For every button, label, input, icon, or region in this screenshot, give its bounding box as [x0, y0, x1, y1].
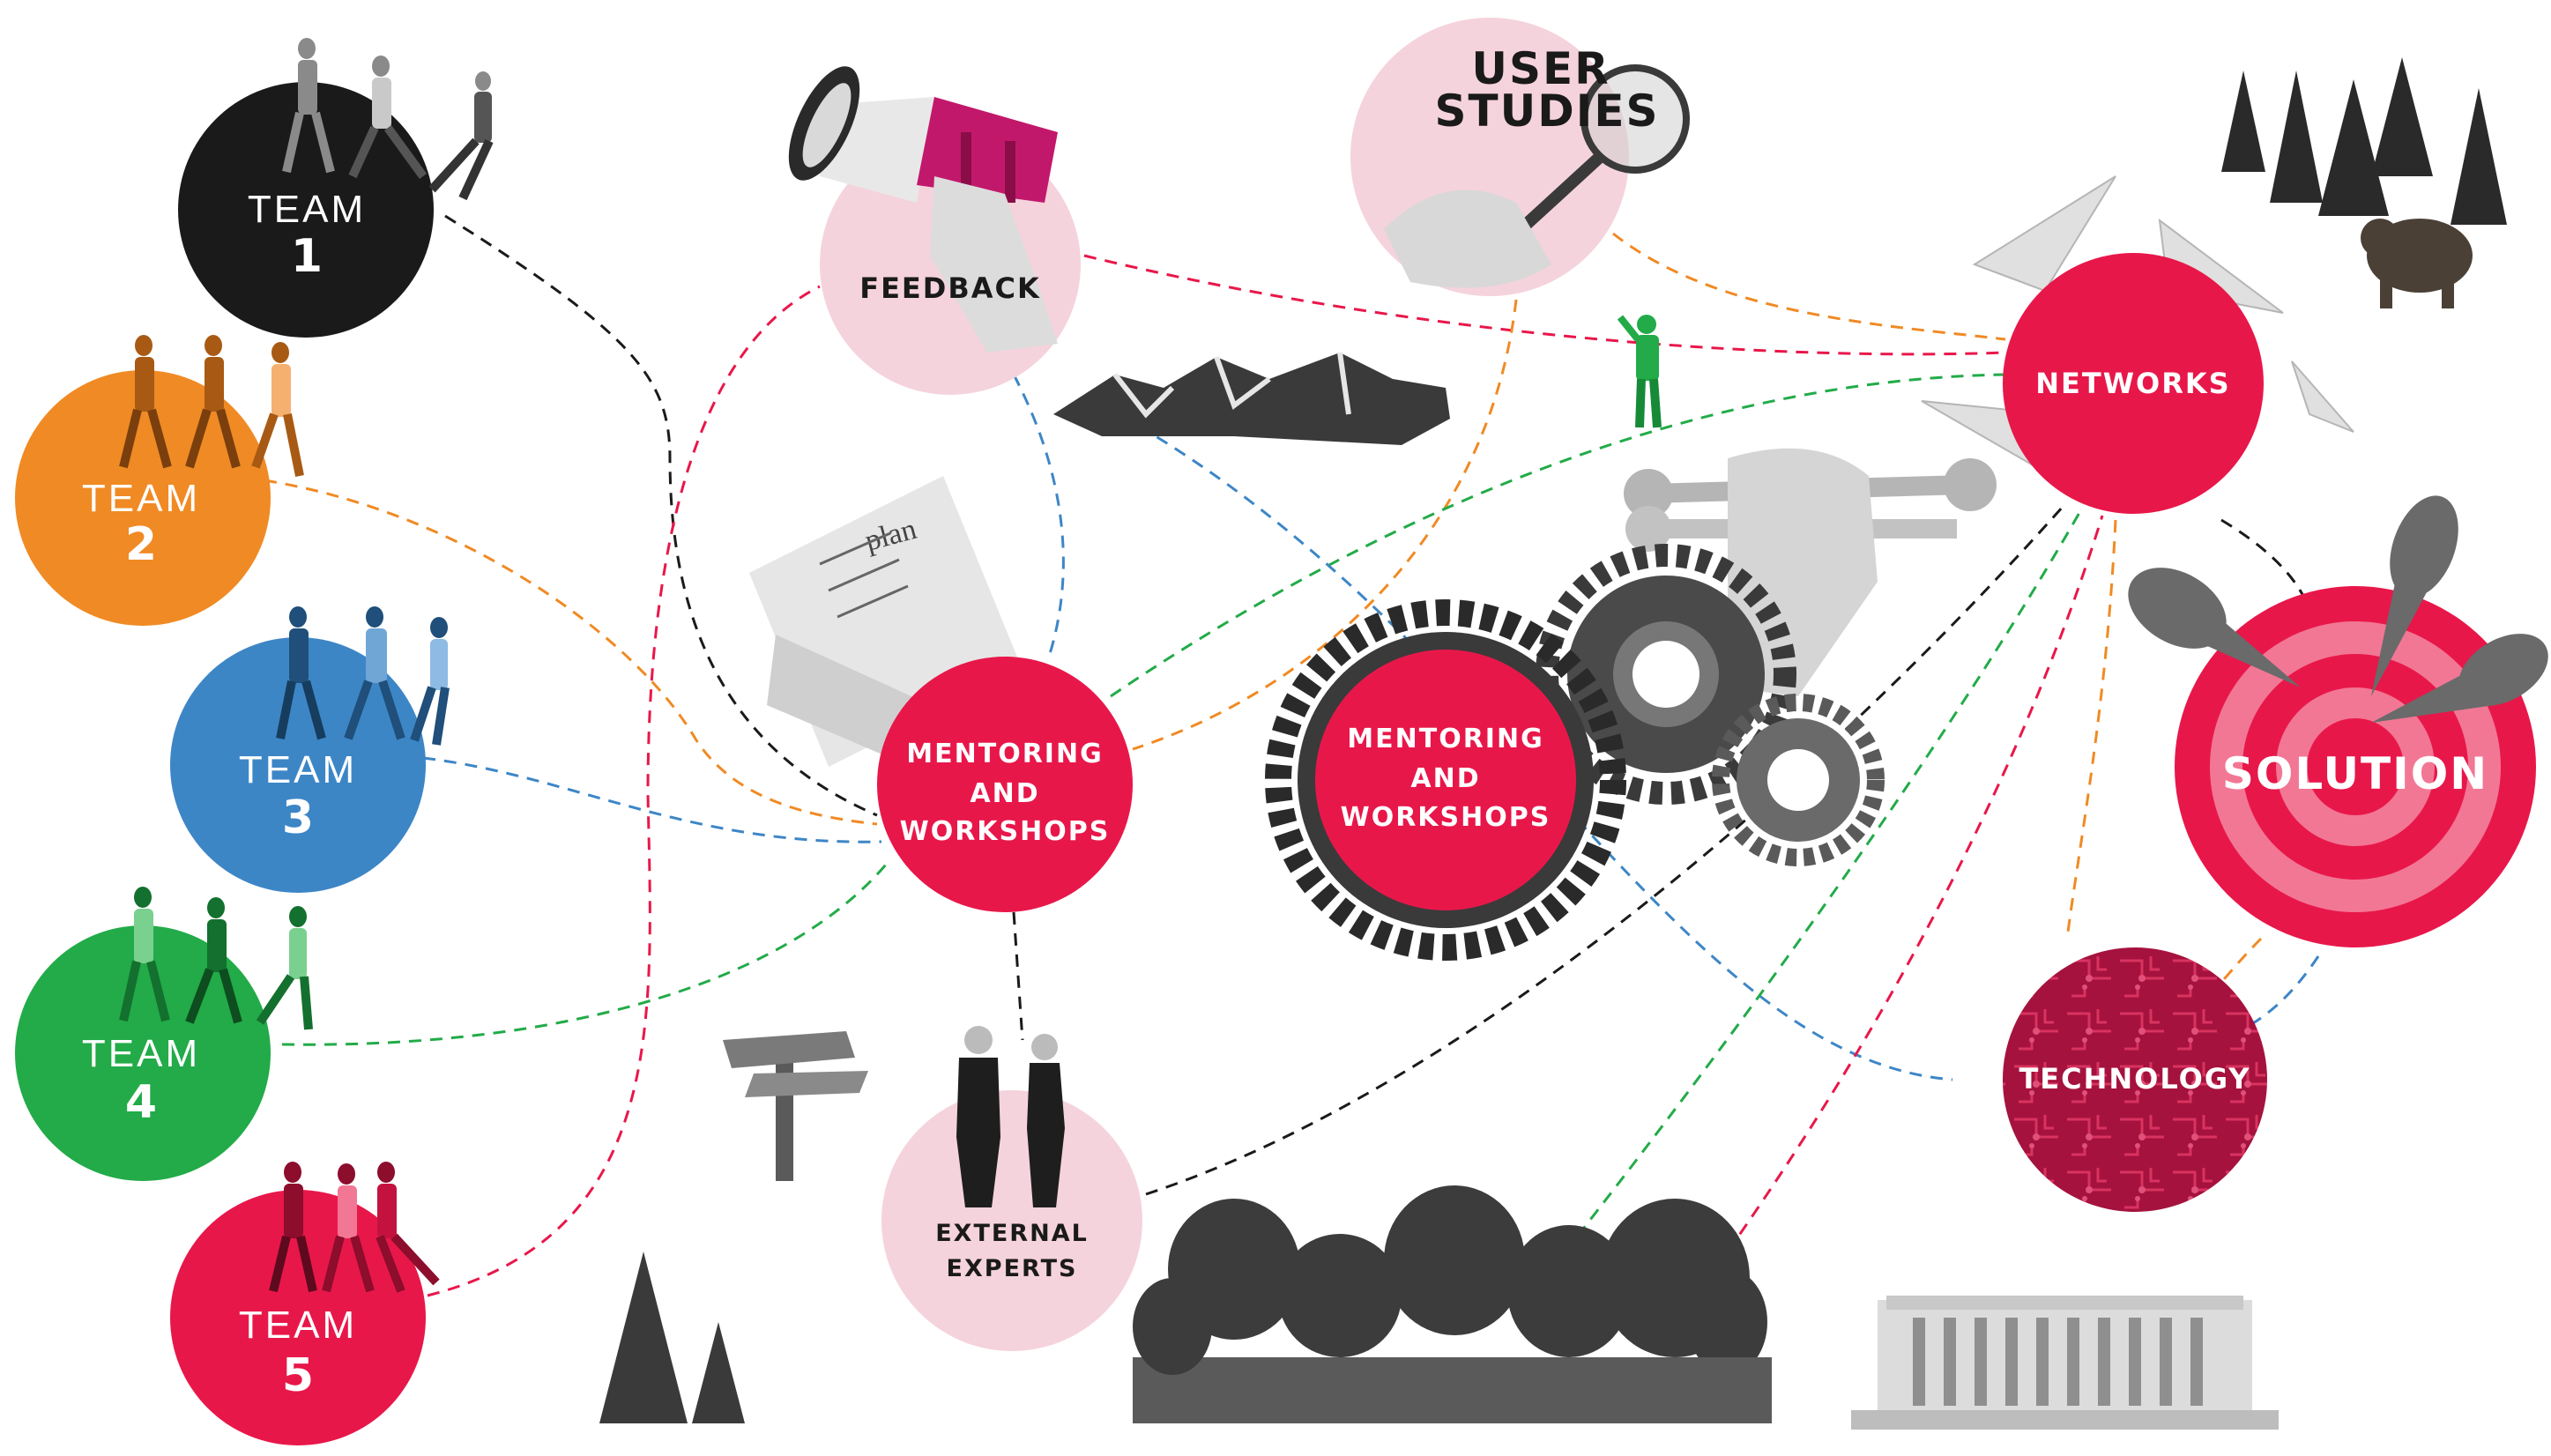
team-5-number: 5	[282, 1349, 314, 1402]
mentoring-1-circle	[877, 657, 1133, 912]
team-3-node: TEAM 3	[170, 606, 450, 893]
bear-icon	[2361, 219, 2473, 308]
walking-people-icon	[282, 38, 494, 201]
megaphone-icon	[788, 66, 1058, 353]
connector-team1-mentoring	[444, 214, 878, 817]
signpost-icon	[723, 1031, 868, 1181]
solution-label: SOLUTION	[2222, 748, 2488, 799]
connector-experts-mentoring	[1012, 911, 1024, 1041]
mentoring-1-line-2: AND	[970, 778, 1039, 809]
mentoring-workshops-2-node: MENTORING AND WORKSHOPS	[1315, 650, 1576, 910]
connectors	[264, 214, 2320, 1297]
team-2-node: TEAM 2	[15, 335, 304, 626]
team-1-node: TEAM 1	[178, 38, 494, 338]
user-studies-line-1: USER	[1471, 43, 1610, 94]
connector-forest-networks-green	[1550, 510, 2082, 1270]
dart-target-icon	[2128, 495, 2548, 723]
magnifier-icon	[1384, 64, 1690, 288]
team-4-node: TEAM 4	[15, 887, 313, 1181]
connector-experts-networks	[1145, 506, 2064, 1196]
connector-team5-feedback	[427, 285, 821, 1297]
connector-feedback-mentoring	[1012, 374, 1065, 657]
mountain-icon	[1053, 352, 1450, 445]
walking-people-icon	[119, 335, 304, 477]
mentoring-2-line-3: WORKSHOPS	[1341, 802, 1551, 833]
team-2-word: TEAM	[82, 477, 200, 520]
mentoring-2-line-2: AND	[1410, 763, 1480, 794]
connector-team4-mentoring	[281, 858, 892, 1046]
team-4-number: 4	[125, 1076, 157, 1129]
mentoring-2-circle	[1315, 650, 1576, 910]
walking-people-icon	[119, 887, 313, 1030]
user-studies-line-2: STUDIES	[1435, 85, 1660, 137]
user-studies-node: USER STUDIES	[1350, 18, 1690, 296]
technology-label: TECHNOLOGY	[2019, 1062, 2250, 1096]
solution-node: SOLUTION	[2128, 495, 2548, 947]
connector-networks-solution	[2220, 518, 2307, 600]
person-waving-icon	[1617, 315, 1662, 428]
networks-node: NETWORKS	[1921, 175, 2354, 514]
team-1-number: 1	[291, 230, 323, 283]
connector-mentoring-networks	[1110, 373, 2006, 698]
team-2-circle	[15, 370, 271, 626]
mentoring-1-line-3: WORKSHOPS	[900, 816, 1111, 847]
connector-team3-mentoring	[422, 756, 882, 843]
business-people-icon	[956, 1026, 1065, 1207]
external-experts-line-2: EXPERTS	[947, 1255, 1078, 1282]
forest-icon	[1133, 1185, 1772, 1423]
feedback-node: FEEDBACK	[788, 66, 1081, 395]
team-1-word: TEAM	[248, 188, 366, 231]
connector-forest-networks-pink	[1726, 515, 2104, 1252]
mentoring-1-line-1: MENTORING	[906, 739, 1103, 769]
networks-label: NETWORKS	[2035, 367, 2230, 400]
mentoring-2-line-1: MENTORING	[1347, 724, 1543, 754]
pine-trees-icon	[2221, 57, 2507, 225]
networks-circle	[2003, 253, 2264, 514]
technology-node: TECHNOLOGY	[2003, 947, 2267, 1212]
connector-userstudies-mentoring	[1132, 299, 1518, 751]
technology-circle	[2003, 947, 2267, 1212]
feedback-label: FEEDBACK	[859, 271, 1041, 305]
walking-people-icon	[269, 1162, 440, 1293]
parliament-building-icon	[1851, 1296, 2279, 1430]
connector-team2-mentoring	[264, 479, 878, 826]
team-3-number: 3	[282, 791, 314, 844]
connector-userstudies-networks	[1612, 232, 2006, 341]
team-5-word: TEAM	[239, 1304, 357, 1347]
team-3-word: TEAM	[239, 748, 357, 791]
external-experts-line-1: EXTERNAL	[935, 1220, 1089, 1247]
external-experts-circle	[881, 1090, 1142, 1351]
connector-networks-technology	[2065, 519, 2117, 940]
external-experts-node: EXTERNAL EXPERTS	[881, 1026, 1142, 1351]
wrench-fist-icon	[1624, 448, 1997, 696]
pine-trees-icon	[599, 1252, 745, 1423]
team-5-node: TEAM 5	[170, 1162, 440, 1445]
team-2-number: 2	[125, 518, 157, 571]
team-4-word: TEAM	[82, 1032, 200, 1075]
mentoring-workshops-1-node: MENTORING AND WORKSHOPS	[877, 657, 1133, 912]
connector-feedback-networks	[1083, 254, 2006, 356]
walking-people-icon	[276, 606, 450, 746]
